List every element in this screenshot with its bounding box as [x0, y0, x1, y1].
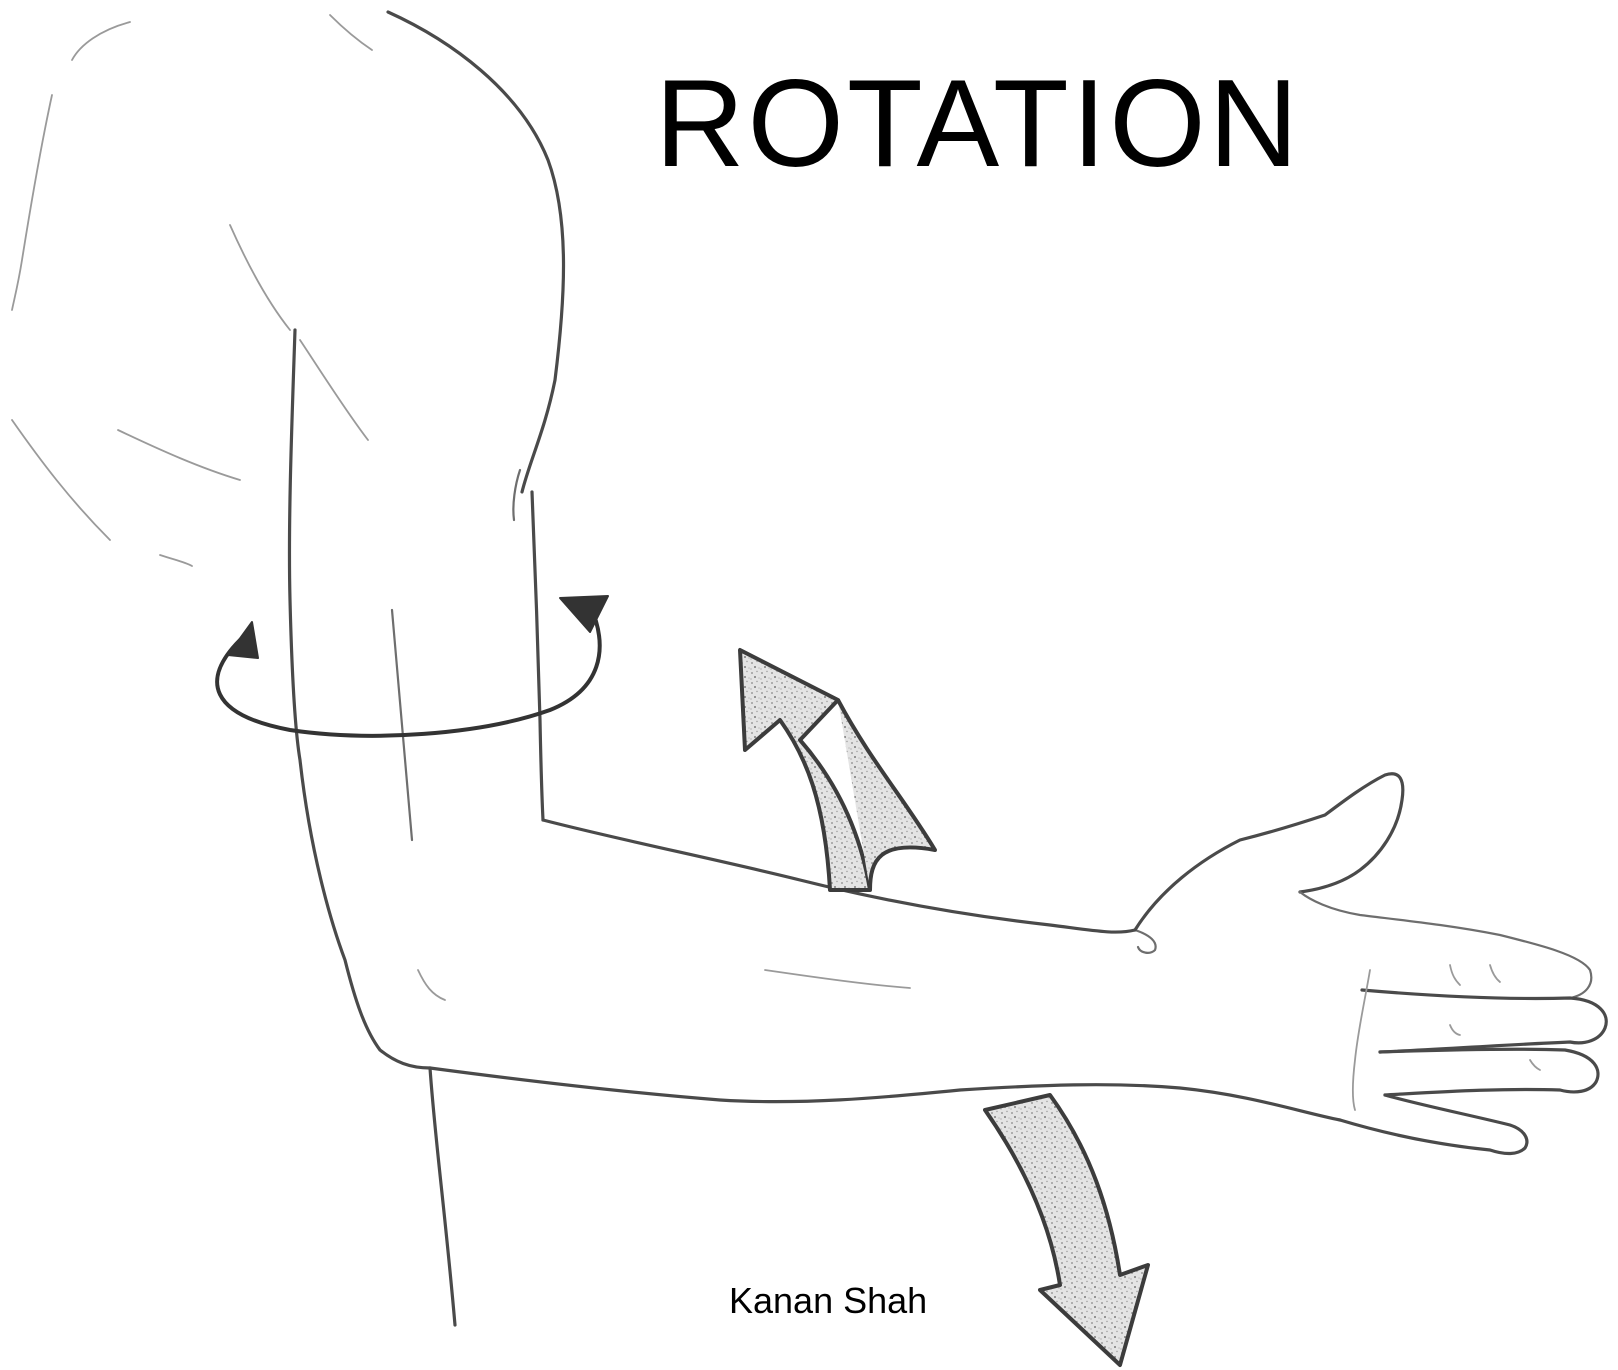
diagram-title: ROTATION: [655, 62, 1301, 186]
arm-sketch-icon: [12, 12, 1606, 1325]
curved-down-arrow-icon: [985, 1095, 1148, 1365]
curved-up-arrow-icon: [740, 650, 935, 890]
author-credit: Kanan Shah: [729, 1283, 927, 1319]
circular-rotation-arrow-icon: [217, 596, 608, 736]
